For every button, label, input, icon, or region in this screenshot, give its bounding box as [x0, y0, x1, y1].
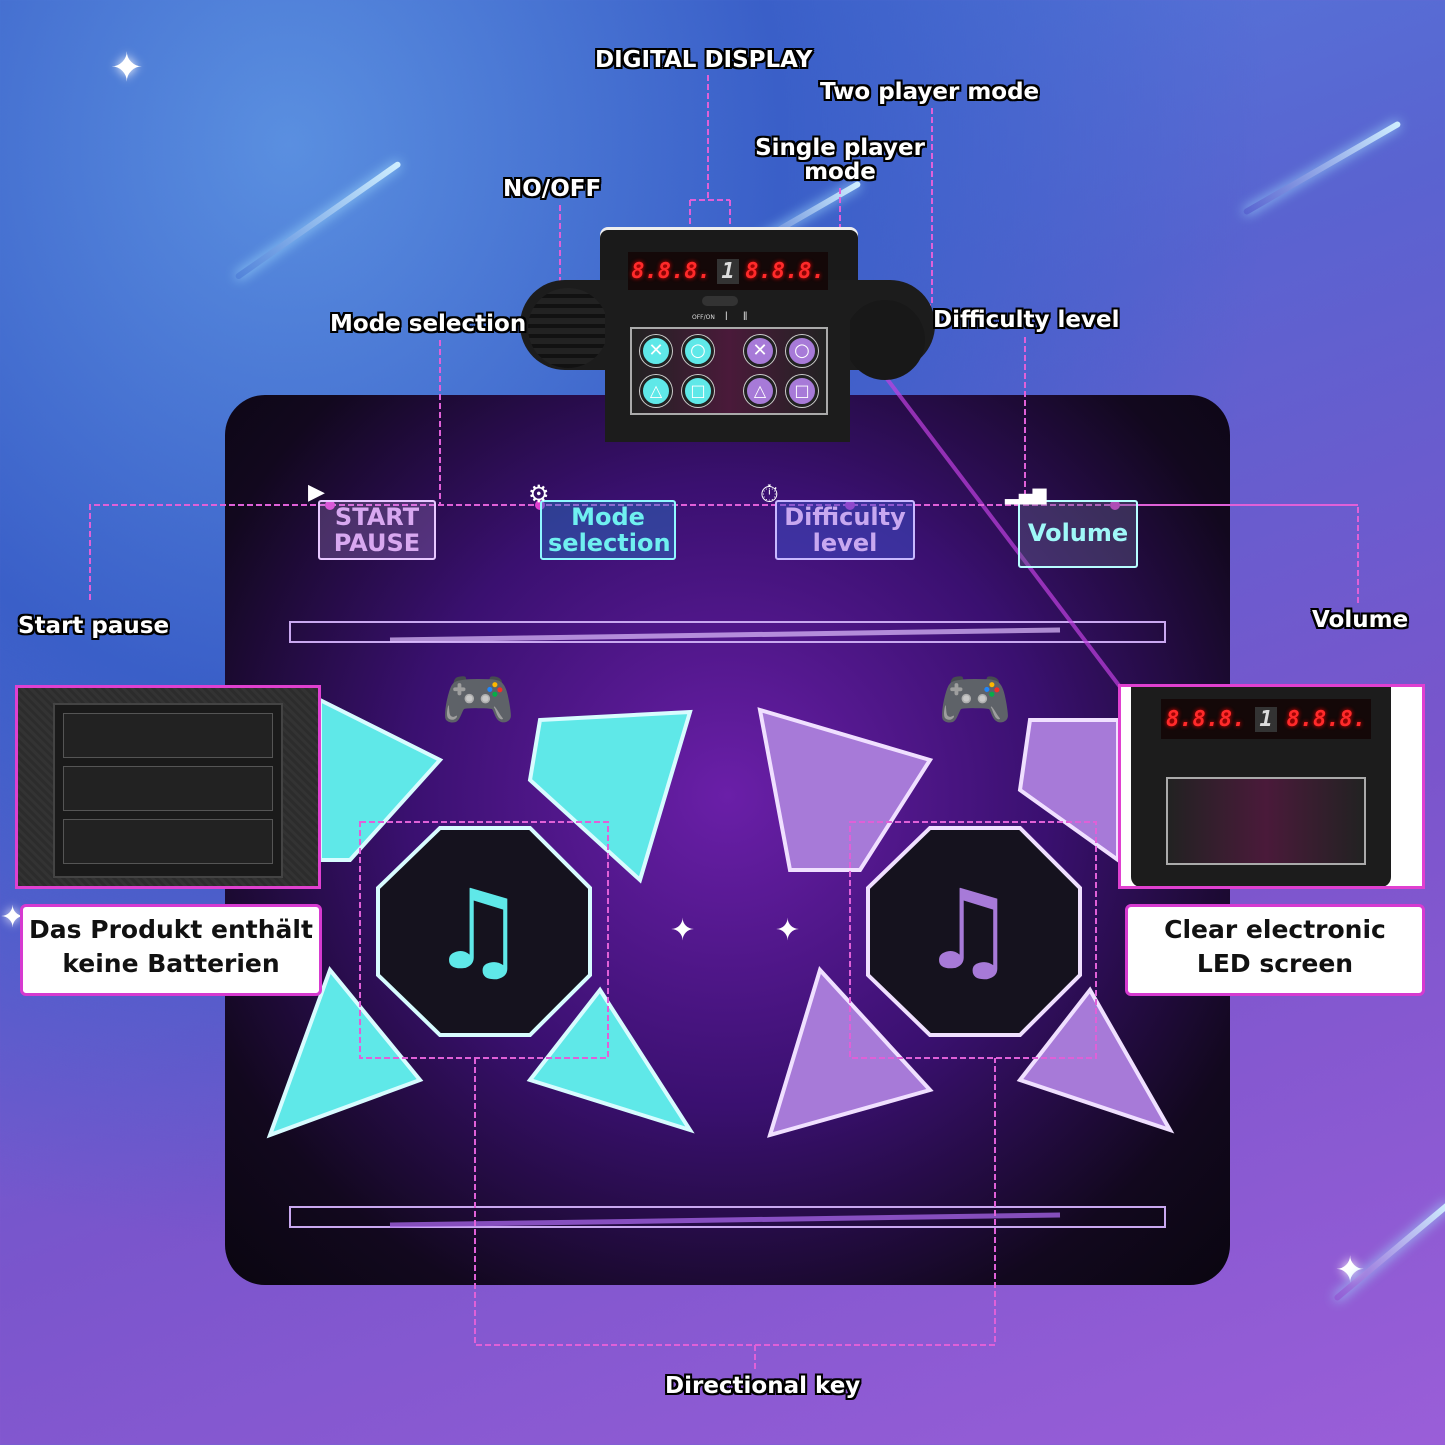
bottom-rail: [289, 1206, 1166, 1228]
circle-arrow: [1017, 718, 1120, 864]
player1-pad: [266, 696, 695, 1139]
stopwatch-icon: ⏱: [760, 480, 779, 508]
battery-slot: [63, 819, 273, 864]
svg-text:✦: ✦: [670, 913, 695, 948]
p2-cross-button[interactable]: ✕: [744, 335, 776, 367]
display-mode: 1: [717, 258, 739, 284]
music-note-icon: ♫: [429, 866, 528, 994]
top-rail: [289, 621, 1166, 643]
play-icon: ▶: [308, 480, 325, 505]
p2-square-button[interactable]: □: [786, 375, 818, 407]
star-icon: ✦: [110, 45, 144, 91]
two-player-icon: ǁ: [743, 311, 748, 321]
circle-arrow: [527, 709, 693, 884]
digital-display: 8.8.8. 1 8.8.8.: [628, 252, 828, 290]
power-switch[interactable]: [702, 296, 738, 306]
gamepad-icon: 🎮: [938, 665, 1013, 735]
music-octagon: [376, 826, 592, 1037]
music-octagon: [866, 826, 1082, 1037]
control-console: 8.8.8. 1 8.8.8. OFF/ON ǀ ǁ ✕ ○ △ □ ✕ ○ △…: [520, 230, 935, 442]
cross-arrow: [757, 707, 934, 872]
battery-slot: [63, 713, 273, 758]
label-volume: Volume: [1312, 607, 1409, 633]
display-left: 8.8.8.: [631, 258, 711, 284]
speaker-right: [845, 300, 925, 380]
square-arrow: [526, 986, 695, 1134]
mat-button-volume[interactable]: Volume: [1018, 500, 1138, 568]
dance-mat: [225, 395, 1230, 1285]
square-arrow: [1016, 986, 1175, 1134]
switch-label: OFF/ON: [692, 314, 715, 321]
p1-circle-button[interactable]: ○: [682, 335, 714, 367]
label-single-player-mode: Single player mode: [755, 135, 925, 185]
p2-triangle-button[interactable]: △: [744, 375, 776, 407]
player2-pad: [757, 707, 1175, 1138]
label-no-off: NO/OFF: [503, 176, 602, 202]
cross-arrow: [318, 696, 444, 862]
led-screen-photo: 8.8.8. 1 8.8.8.: [1118, 684, 1425, 889]
label-difficulty-level: Difficulty level: [933, 307, 1120, 333]
label-digital-display: DIGITAL DISPLAY: [595, 47, 813, 73]
triangle-arrow: [266, 966, 424, 1139]
p1-triangle-button[interactable]: △: [640, 375, 672, 407]
label-mode-selection: Mode selection: [330, 311, 527, 337]
display-right: 8.8.8.: [745, 258, 825, 284]
speaker-left: [528, 288, 608, 368]
label-two-player-mode: Two player mode: [820, 79, 1040, 105]
gamepad-icon: 🎮: [441, 665, 516, 735]
label-start-pause: Start pause: [18, 613, 170, 639]
svg-text:✦: ✦: [775, 913, 800, 948]
battery-slot: [63, 766, 273, 811]
label-directional-key: Directional key: [665, 1373, 861, 1399]
p1-cross-button[interactable]: ✕: [640, 335, 672, 367]
volume-icon: ▂▄▆: [1005, 484, 1047, 505]
gear-icon: ⚙: [528, 480, 550, 508]
music-note-icon: ♫: [919, 866, 1018, 994]
battery-compartment-photo: [15, 685, 321, 889]
p1-square-button[interactable]: □: [682, 375, 714, 407]
p2-circle-button[interactable]: ○: [786, 335, 818, 367]
single-player-icon: ǀ: [725, 311, 728, 321]
